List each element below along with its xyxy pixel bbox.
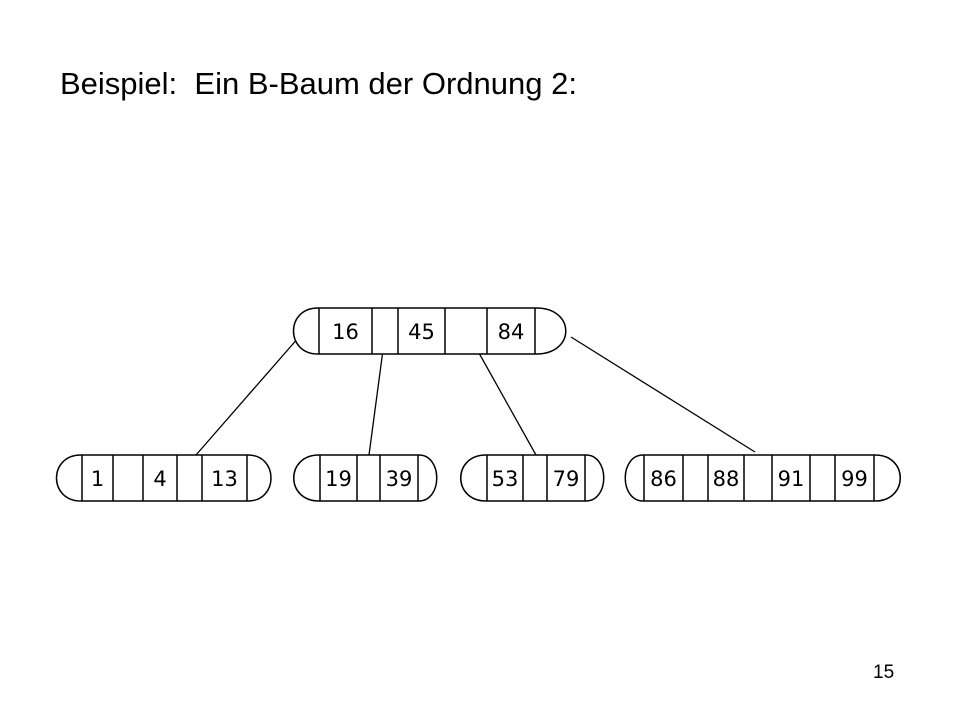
root-node: 16 45 84 — [292, 307, 567, 355]
leaf-node-1: 1 4 13 — [55, 454, 272, 502]
leaf-node-3-key: 53 — [492, 467, 519, 491]
leaf-node-1-key: 1 — [91, 467, 104, 491]
leaf-node-2-outline — [293, 454, 438, 502]
slide-title: Beispiel: Ein B-Baum der Ordnung 2: — [60, 66, 577, 101]
tree-edge — [570, 336, 756, 453]
page-number: 15 — [873, 662, 895, 683]
leaf-node-3: 53 79 — [460, 454, 605, 502]
root-node-box-key: 84 — [498, 320, 525, 344]
leaf-node-2-key: 19 — [325, 467, 352, 491]
tree-edge — [368, 334, 386, 456]
root-node-box-outline — [292, 307, 567, 355]
tree-edge — [195, 336, 300, 456]
root-node-box-key: 16 — [332, 320, 359, 344]
leaf-node-1-key: 4 — [153, 467, 166, 491]
root-node-box: 16 45 84 — [292, 307, 567, 355]
leaf-node-1-key: 13 — [211, 467, 238, 491]
leaf-node-4-key: 99 — [841, 467, 868, 491]
leaf-node-4-outline — [624, 454, 901, 502]
leaf-node-4-key: 91 — [778, 467, 805, 491]
leaf-node-3-key: 79 — [553, 467, 580, 491]
root-node-box-key: 45 — [408, 320, 435, 344]
leaf-node-4-key: 86 — [650, 467, 677, 491]
leaf-node-4: 86 88 91 99 — [624, 454, 901, 502]
leaf-node-3-outline — [460, 454, 605, 502]
leaf-node-4-key: 88 — [713, 467, 740, 491]
leaf-node-2-key: 39 — [386, 467, 413, 491]
